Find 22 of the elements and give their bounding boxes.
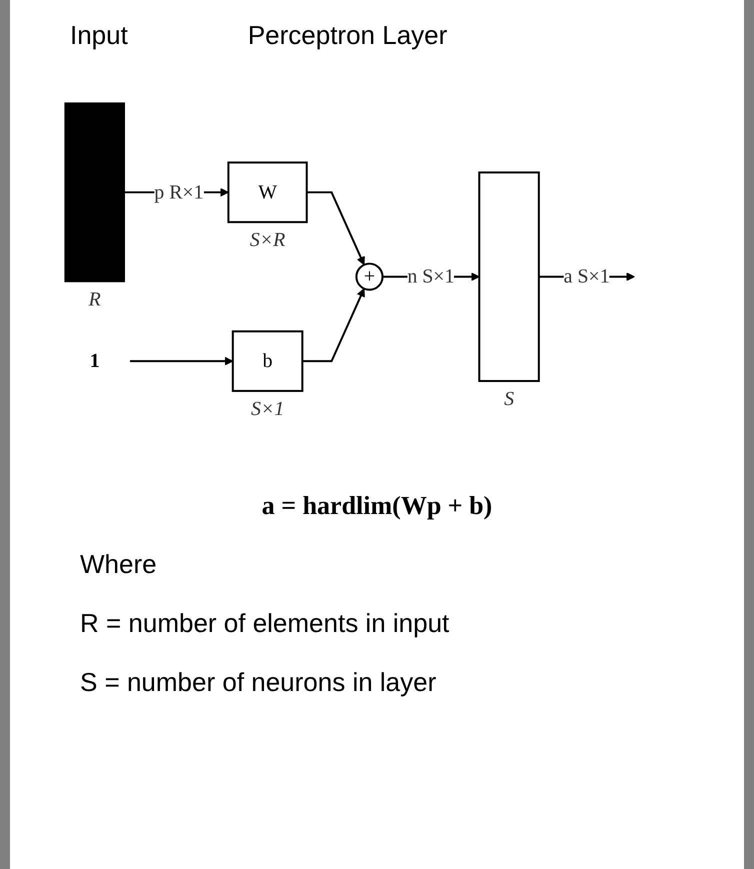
dimension-label: S×R <box>250 228 286 251</box>
dimension-label: S <box>504 388 514 410</box>
node-box: W <box>227 161 308 223</box>
dimension-label: S×1 <box>250 397 284 420</box>
note-text: S = number of neurons in layer <box>80 667 438 698</box>
arrow <box>306 190 365 265</box>
node-bar <box>64 102 125 282</box>
dimension-label: R <box>88 288 101 310</box>
formula: a = hardlim(Wp + b) <box>260 491 494 521</box>
arrow <box>302 288 365 362</box>
edge-label: p R×1 <box>154 181 204 203</box>
node-box: b <box>232 330 304 392</box>
group-heading: Perceptron Layer <box>248 20 448 51</box>
arrow <box>129 356 234 366</box>
node-text: 1 <box>90 350 100 372</box>
group-heading: Input <box>70 20 128 51</box>
note-text: R = number of elements in input <box>80 608 450 639</box>
node-box <box>478 171 540 382</box>
node-circle: + <box>355 262 384 290</box>
edge-label: a S×1 <box>564 265 610 288</box>
edge-label: n S×1 <box>407 265 454 288</box>
note-text: Where <box>80 549 158 580</box>
